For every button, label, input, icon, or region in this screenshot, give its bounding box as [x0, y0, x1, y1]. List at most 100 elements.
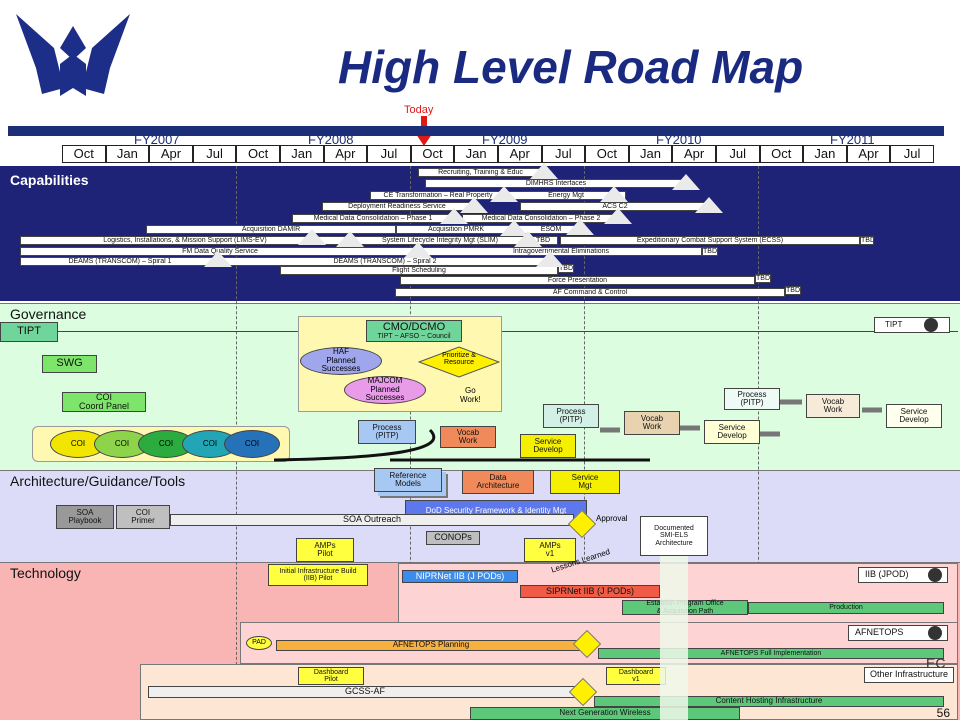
process-box: Process (PITP): [724, 388, 780, 410]
content-hosting-bar: Content Hosting Infrastructure: [594, 696, 944, 707]
month-cell: Apr: [323, 145, 368, 163]
afnetops-label: AFNETOPS: [855, 627, 904, 638]
air-force-logo-icon: [16, 14, 130, 96]
milestone-triangle-icon: [695, 197, 723, 213]
amps-pilot-box: AMPs Pilot: [296, 538, 354, 562]
month-cell: Oct: [585, 145, 629, 163]
flow-arrows-icon: [273, 399, 882, 462]
capability-bar: AF Command & Control: [395, 288, 785, 297]
month-cell: Jan: [454, 145, 498, 163]
reference-models-box: Reference Models: [374, 468, 442, 492]
tipt-box: TIPT: [0, 322, 58, 342]
siprnet-bar: SIPRNet IIB (J PODs): [520, 585, 660, 598]
capability-bar: Medical Data Consolidation – Phase 2: [462, 214, 620, 223]
fy-label: FY2007: [134, 132, 180, 147]
month-cell: Jul: [192, 145, 237, 163]
approval-label: Approval: [596, 514, 628, 523]
capability-bar: Force Presentation: [400, 276, 755, 285]
capability-bar: TBD: [755, 274, 771, 283]
dashboard-pilot-box: Dashboard Pilot: [298, 667, 364, 685]
milestone-triangle-icon: [604, 208, 632, 224]
service-develop-box: Service Develop: [520, 434, 576, 458]
prioritize-diamond-icon: [418, 346, 500, 378]
month-cell: Apr: [149, 145, 193, 163]
month-cell: Jan: [279, 145, 324, 163]
fy-label: FY2011: [830, 132, 875, 147]
month-cell: Jul: [715, 145, 760, 163]
tipt-tag: TIPT: [874, 317, 950, 333]
capability-bar: Acquisition DAMIR: [146, 225, 396, 234]
owner-badge-icon: [924, 318, 938, 332]
owner-badge-icon: [928, 626, 942, 640]
month-cell: Apr: [497, 145, 542, 163]
capability-bar: DEAMS (TRANSCOM) – Spiral 1: [20, 257, 220, 266]
service-mgt-box: Service Mgt: [550, 470, 620, 494]
milestone-triangle-icon: [566, 219, 594, 235]
fy-label: FY2008: [308, 132, 354, 147]
fy-label: FY2009: [482, 132, 528, 147]
page-number: 56: [936, 706, 950, 720]
month-cell: Oct: [236, 145, 280, 163]
vocab-box: Vocab Work: [806, 394, 860, 418]
section-label-technology: Technology: [10, 565, 81, 581]
production-bar: Production: [748, 602, 944, 614]
milestone-triangle-icon: [672, 174, 700, 190]
milestone-triangle-icon: [336, 231, 364, 247]
milestone-triangle-icon: [440, 208, 468, 224]
haf-planned-ellipse: HAF Planned Successes: [300, 347, 382, 375]
today-label: Today: [404, 104, 434, 116]
month-cell: Jul: [367, 145, 411, 163]
cmo-subtitle: TIPT ~ AFSO ~ Council: [377, 333, 451, 341]
month-cell: Oct: [62, 145, 106, 163]
service-develop-box: Service Develop: [704, 420, 760, 444]
section-label-architecture: Architecture/Guidance/Tools: [10, 473, 186, 489]
swg-box: SWG: [42, 355, 97, 373]
capability-bar: TBD: [558, 264, 574, 273]
month-cell: Oct: [759, 145, 804, 163]
month-cell: Jan: [105, 145, 150, 163]
process-box: Process (PITP): [358, 420, 416, 444]
capability-bar: DEAMS (TRANSCOM) – Spiral 2: [220, 257, 550, 266]
iib-jpod-label: IIB (JPOD): [865, 569, 909, 580]
soa-playbook-box: SOA Playbook: [56, 505, 114, 529]
month-cell: Jul: [541, 145, 586, 163]
afnetops-planning-bar: AFNETOPS Planning: [276, 640, 586, 651]
conops-box: CONOPs: [426, 531, 480, 545]
capability-bar: Expeditionary Combat Support System (ECS…: [560, 236, 860, 245]
amps-v1-box: AMPs v1: [524, 538, 576, 562]
fy-label: FY2010: [656, 132, 702, 147]
milestone-triangle-icon: [530, 163, 558, 179]
majcom-planned-ellipse: MAJCOM Planned Successes: [344, 376, 426, 404]
capability-bar: Medical Data Consolidation – Phase 1: [292, 214, 454, 223]
vocab-box: Vocab Work: [440, 426, 496, 448]
pad-ellipse: PAD: [246, 636, 272, 650]
month-cell: Jan: [628, 145, 673, 163]
service-develop-box: Service Develop: [886, 404, 942, 428]
timeline-bar: [8, 126, 944, 136]
capability-bar: Recruiting, Training & Educ: [418, 168, 543, 177]
niprnet-bar: NIPRNet IIB (J PODs): [402, 570, 518, 583]
page-title: High Level Road Map: [338, 41, 804, 93]
month-cell: Oct: [410, 145, 455, 163]
section-label-governance: Governance: [10, 306, 87, 322]
capability-bar: TBD: [702, 247, 718, 256]
capability-bar: Acquisition PMRK: [396, 225, 516, 234]
iib-pilot-box: Initial Infrastructure Build (IIB) Pilot: [268, 564, 368, 586]
tipt-line: [58, 331, 958, 332]
process-box: Process (PITP): [543, 404, 599, 428]
documented-smi-box: Documented SMI-ELS Architecture: [640, 516, 708, 556]
capability-bar: System Lifecycle Integrity Mgt (SLIM): [352, 236, 528, 245]
capability-bar: TBD: [860, 236, 874, 245]
milestone-triangle-icon: [514, 231, 542, 247]
data-architecture-box: Data Architecture: [462, 470, 534, 494]
milestone-triangle-icon: [404, 242, 432, 258]
soa-outreach-bar: SOA Outreach: [170, 514, 574, 526]
section-label-capabilities: Capabilities: [10, 172, 89, 188]
other-infra-tag: Other Infrastructure: [864, 667, 954, 683]
tipt-tag-label: TIPT: [885, 319, 903, 329]
month-cell: Apr: [672, 145, 716, 163]
milestone-triangle-icon: [490, 186, 518, 202]
milestone-triangle-icon: [204, 251, 232, 267]
month-cell: Jul: [890, 145, 934, 163]
capability-bar: Flight Scheduling: [280, 266, 558, 275]
